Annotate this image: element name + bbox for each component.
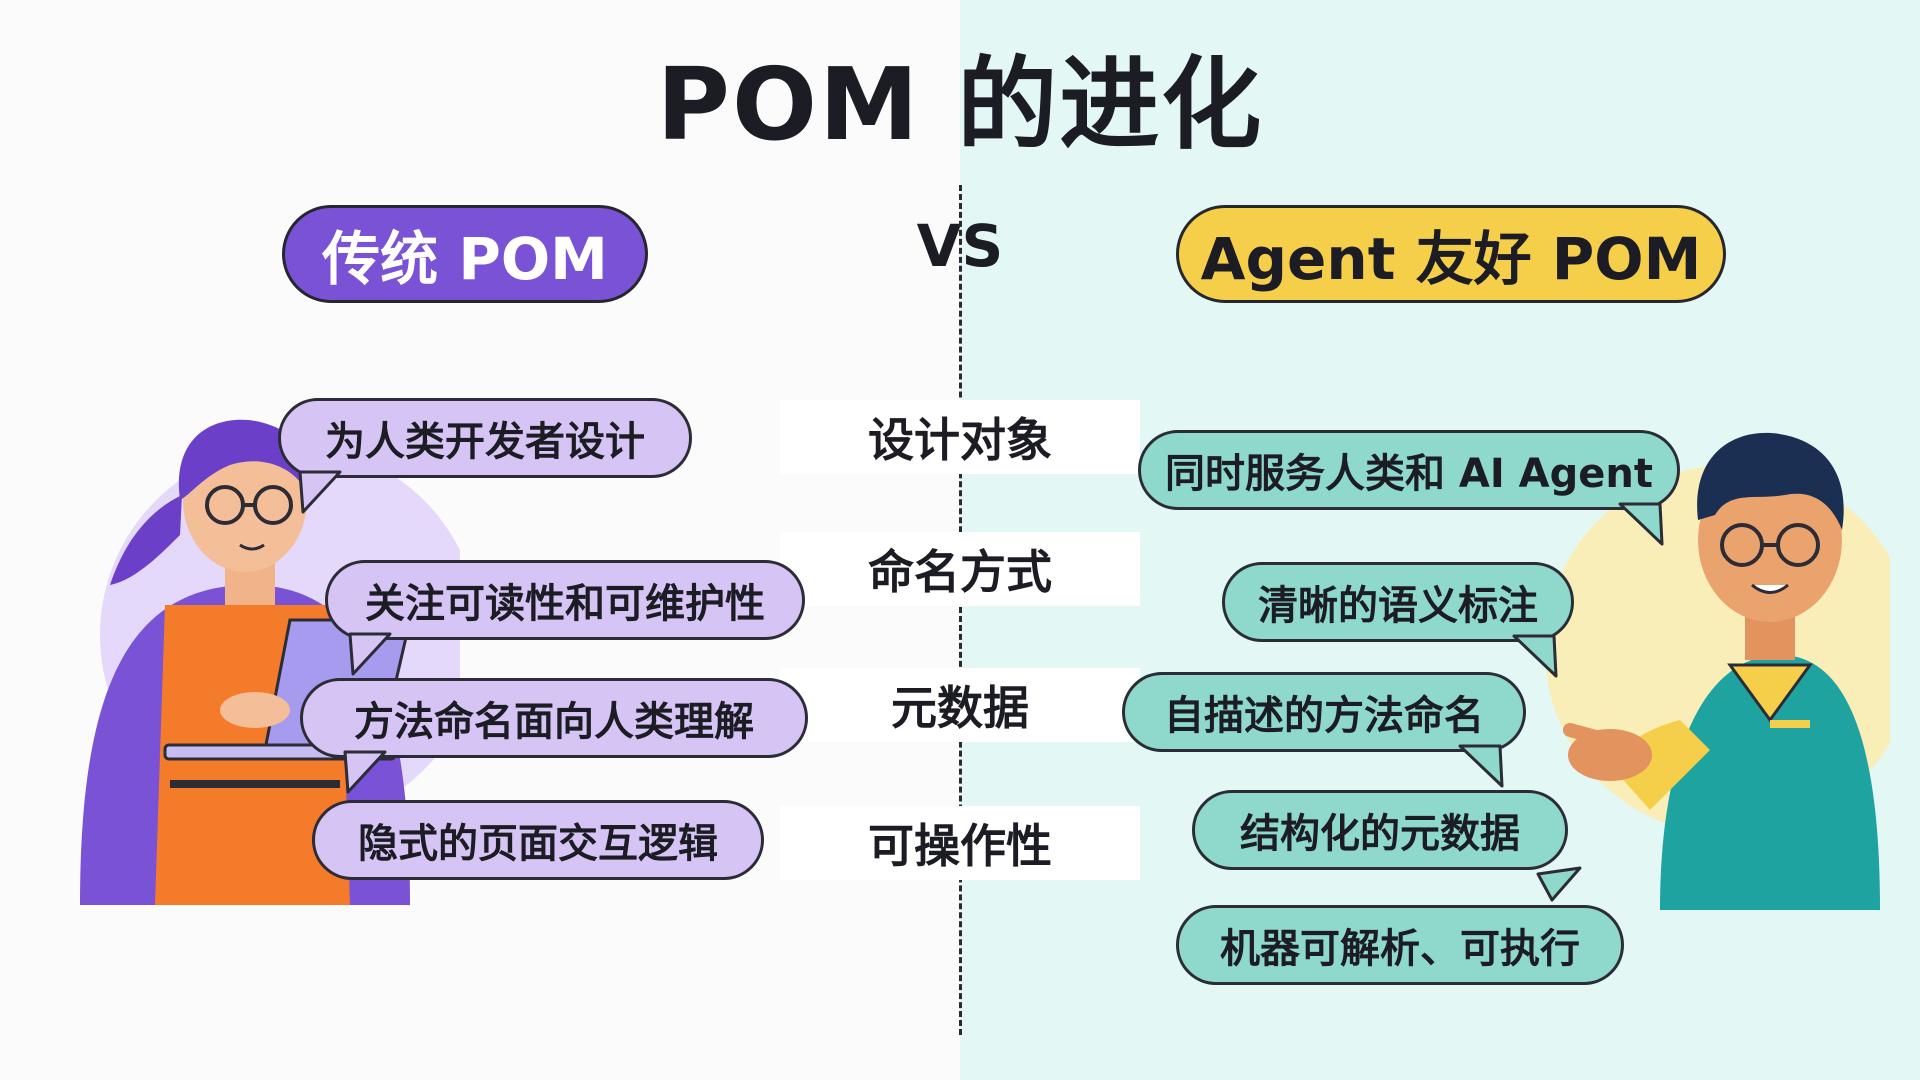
right-point-semantic-annotation: 清晰的语义标注 bbox=[1222, 562, 1574, 642]
right-point-structured-metadata: 结构化的元数据 bbox=[1192, 790, 1568, 870]
woman-developer-illustration bbox=[80, 419, 460, 905]
right-point-serves-humans-and-ai: 同时服务人类和 AI Agent bbox=[1138, 430, 1680, 510]
left-point-readability: 关注可读性和可维护性 bbox=[325, 560, 805, 640]
left-bubble-tail bbox=[343, 750, 387, 794]
right-bubble-tail bbox=[1458, 744, 1504, 788]
right-bubble-tail bbox=[1618, 502, 1664, 546]
criterion-operability: 可操作性 bbox=[780, 806, 1140, 880]
criterion-naming: 命名方式 bbox=[780, 532, 1140, 606]
left-point-method-naming: 方法命名面向人类理解 bbox=[300, 678, 808, 758]
center-divider bbox=[959, 185, 962, 1035]
right-bubble-tail bbox=[1536, 866, 1582, 902]
left-bubble-tail bbox=[348, 632, 392, 676]
right-point-machine-executable: 机器可解析、可执行 bbox=[1176, 905, 1624, 985]
traditional-pom-label: 传统 POM bbox=[282, 205, 648, 303]
man-presenter-illustration bbox=[1545, 432, 1890, 910]
criterion-design-target: 设计对象 bbox=[780, 400, 1140, 474]
right-point-self-describing-methods: 自描述的方法命名 bbox=[1122, 672, 1526, 752]
left-point-implicit-logic: 隐式的页面交互逻辑 bbox=[312, 800, 764, 880]
left-point-designed-for-humans: 为人类开发者设计 bbox=[278, 398, 692, 478]
agent-friendly-pom-label: Agent 友好 POM bbox=[1176, 205, 1726, 303]
right-bubble-tail bbox=[1512, 634, 1558, 678]
page-title: POM 的进化 bbox=[656, 46, 1264, 163]
criterion-metadata: 元数据 bbox=[780, 668, 1140, 742]
left-bubble-tail bbox=[298, 470, 342, 514]
